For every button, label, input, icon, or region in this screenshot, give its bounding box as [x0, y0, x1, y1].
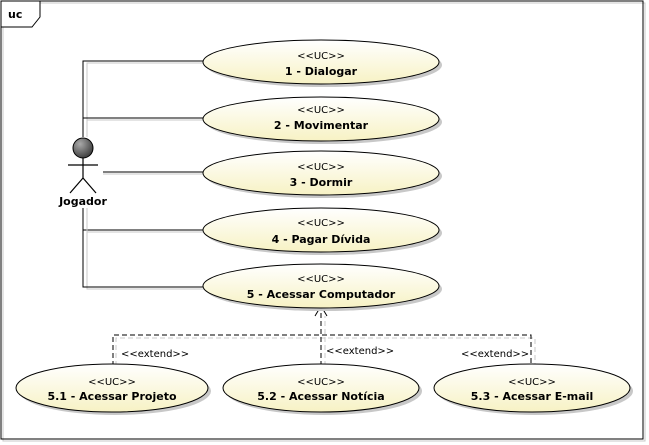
use-case-ellipse — [202, 207, 440, 253]
use-case-name: 2 - Movimentar — [274, 119, 369, 132]
use-case-ellipse — [433, 363, 631, 413]
use-case-name: 5.3 - Acessar E-mail — [471, 390, 593, 403]
association-uc1 — [82, 60, 204, 137]
use-case-5[interactable]: <<UC>> 5 - Acessar Computador — [202, 263, 442, 311]
actor-head-icon — [72, 137, 94, 159]
use-case-5-3[interactable]: <<UC>> 5.3 - Acessar E-mail — [433, 363, 633, 415]
use-case-name: 4 - Pagar Dívida — [272, 233, 371, 246]
use-case-stereotype: <<UC>> — [297, 377, 345, 388]
actor-name: Jogador — [58, 195, 107, 208]
use-case-stereotype: <<UC>> — [297, 274, 345, 285]
frame-tag: uc — [8, 8, 22, 21]
use-case-name: 3 - Dormir — [290, 176, 353, 189]
extend-relations: <<extend>> <<extend>> <<extend>> — [112, 305, 536, 366]
extend-label-5-2: <<extend>> — [326, 346, 394, 357]
use-case-stereotype: <<UC>> — [297, 51, 345, 62]
use-case-name: 5 - Acessar Computador — [247, 288, 396, 301]
use-case-5-2[interactable]: <<UC>> 5.2 - Acessar Notícia — [222, 363, 422, 415]
use-case-ellipse — [202, 150, 440, 196]
use-case-stereotype: <<UC>> — [297, 105, 345, 116]
use-case-2[interactable]: <<UC>> 2 - Movimentar — [202, 96, 442, 144]
use-case-ellipse — [202, 39, 440, 85]
use-case-stereotype: <<UC>> — [88, 377, 136, 388]
frame-tag-box — [0, 0, 41, 28]
extend-label-5-1: <<extend>> — [121, 349, 189, 360]
use-case-stereotype: <<UC>> — [297, 162, 345, 173]
use-case-name: 5.2 - Acessar Notícia — [257, 390, 384, 403]
use-case-stereotype: <<UC>> — [508, 377, 556, 388]
actor-jogador[interactable]: Jogador — [58, 137, 107, 208]
use-case-ellipse — [222, 363, 420, 413]
use-case-name: 1 - Dialogar — [285, 65, 358, 78]
use-case-5-1[interactable]: <<UC>> 5.1 - Acessar Projeto — [15, 363, 211, 415]
use-case-ellipse — [202, 263, 440, 309]
use-case-3[interactable]: <<UC>> 3 - Dormir — [202, 150, 442, 198]
extend-line-5-1-and-5-3 — [112, 334, 532, 366]
associations — [82, 60, 205, 290]
use-case-stereotype: <<UC>> — [297, 218, 345, 229]
use-case-ellipse — [15, 363, 209, 413]
use-case-1[interactable]: <<UC>> 1 - Dialogar — [202, 39, 442, 87]
association-uc5 — [82, 208, 204, 288]
use-case-name: 5.1 - Acessar Projeto — [47, 390, 177, 403]
use-case-4[interactable]: <<UC>> 4 - Pagar Dívida — [202, 207, 442, 255]
association-uc2 — [82, 117, 204, 137]
extend-label-5-3: <<extend>> — [461, 349, 529, 360]
use-case-ellipse — [202, 96, 440, 142]
